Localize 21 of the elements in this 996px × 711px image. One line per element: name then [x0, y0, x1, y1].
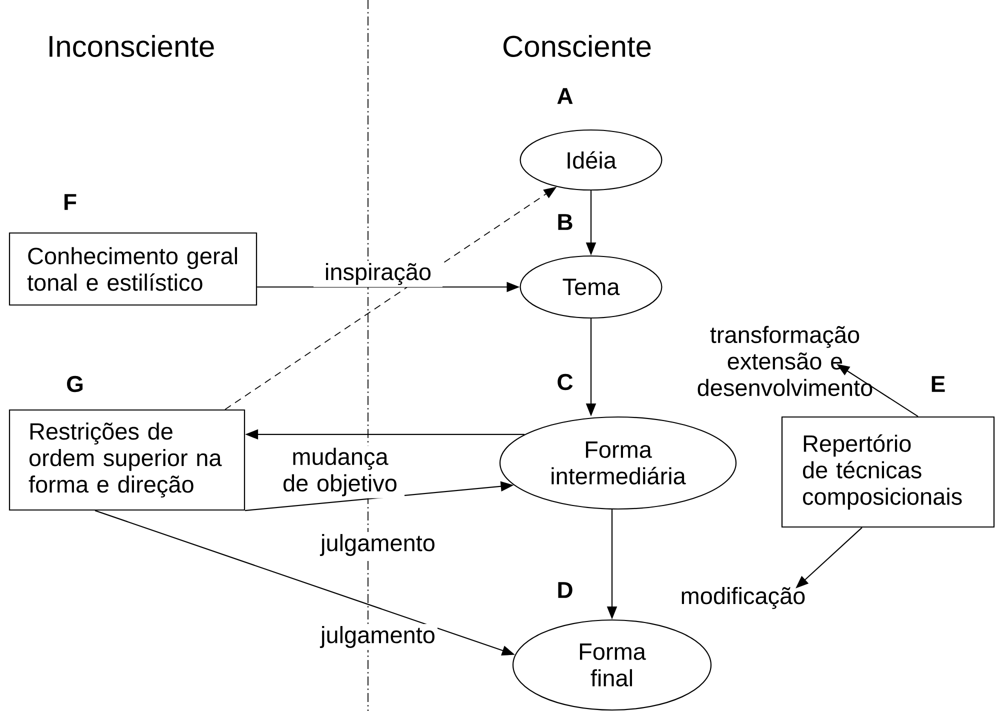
- ellipse-node: Forma intermediária: [499, 416, 737, 510]
- process-box: Restrições de ordem superior na forma e direção: [8, 409, 246, 511]
- edge-label: julgamento: [314, 532, 442, 558]
- edge-label: mudança de objetivo: [276, 446, 404, 498]
- annotation-text: julgamento: [318, 624, 438, 650]
- ellipse-node: Idéia: [520, 129, 662, 191]
- letter-label: G: [67, 376, 83, 392]
- column-heading: Inconsciente: [50, 34, 214, 58]
- process-box: Repertório de técnicas composicionais: [781, 416, 995, 528]
- process-box: Conhecimento geral tonal e estilístico: [8, 232, 258, 306]
- letter-label: F: [64, 194, 76, 210]
- ellipse-node: Forma final: [512, 619, 712, 711]
- letter-label: A: [557, 88, 573, 104]
- ellipse-node: Tema: [520, 255, 662, 319]
- letter-label: D: [558, 582, 572, 598]
- note-text: modificação: [682, 587, 805, 609]
- letter-label: B: [558, 214, 572, 230]
- letter-label: E: [932, 376, 945, 392]
- edge-label: inspiração: [314, 261, 442, 287]
- column-heading: Consciente: [503, 34, 651, 58]
- letter-label: C: [558, 374, 573, 390]
